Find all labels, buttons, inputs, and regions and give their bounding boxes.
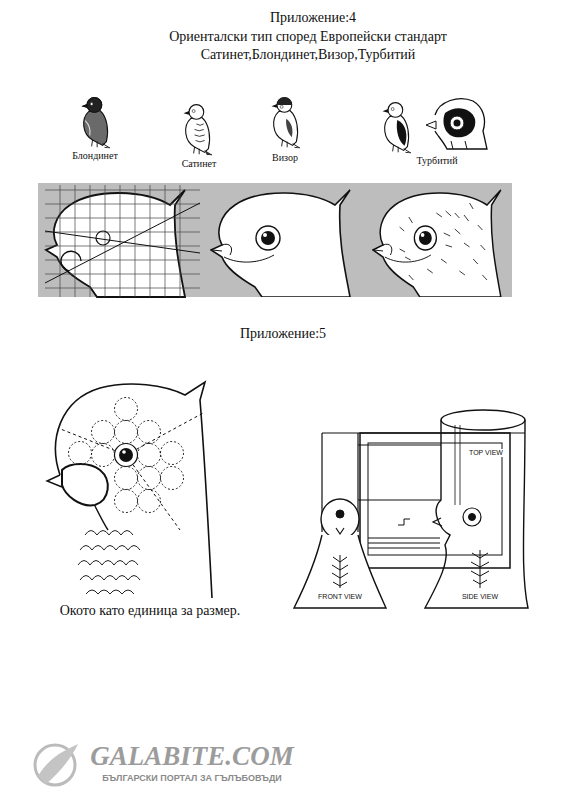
drawing-path (332, 555, 348, 588)
drawing-circle (69, 442, 92, 465)
drawing-path (277, 98, 292, 105)
drawing-path (45, 203, 200, 283)
figure-caption: Окото като единица за размер. (60, 603, 241, 620)
breed-list: Сатинет,Блондинет,Визор,Турбитий (201, 47, 416, 64)
watermark: БЪЛГАРСКИ ПОРТАЛ ЗА ГЪЛЪБОВЪДИ (102, 773, 282, 784)
drawing-circle (115, 421, 138, 444)
drawing-path (471, 550, 489, 588)
view-label: SIDE VIEW (461, 593, 499, 601)
drawing-circle (92, 444, 115, 467)
drawing-path (58, 412, 205, 530)
plain-head (211, 190, 350, 297)
figure-instance (383, 103, 412, 154)
breed-name: Блондинет (72, 150, 118, 162)
drawing-path (425, 420, 528, 608)
drawing-circle (122, 450, 126, 454)
drawing-circle (92, 421, 115, 444)
drawing-circle (450, 116, 464, 130)
drawing-path (294, 535, 386, 608)
drawing-path (426, 121, 436, 129)
watermark-logo (35, 744, 78, 785)
breed-name: Турбитий (416, 155, 457, 167)
drawing-path (443, 108, 475, 137)
breed-name: Сатинет (182, 158, 217, 170)
drawing-path (433, 518, 442, 526)
drawing-path (56, 382, 212, 598)
drawing-path (95, 506, 108, 530)
drawing-circle (192, 110, 195, 113)
figure-instance (272, 98, 301, 149)
drawing-path (61, 251, 81, 271)
drawing-path (368, 519, 440, 548)
drawing-path (45, 185, 200, 297)
satinet-bird (184, 105, 213, 156)
drawing-g (69, 398, 184, 513)
figure-instance (373, 190, 501, 297)
eye-unit-head (47, 382, 212, 598)
drawing-circle (138, 421, 161, 444)
figure-instance (184, 105, 213, 156)
drawing-circle (96, 231, 110, 245)
drawing-path (78, 531, 140, 595)
drawing-path (62, 464, 108, 505)
drawing-path (286, 119, 292, 137)
drawing-path (451, 141, 467, 149)
view-label: FRONT VIEW (317, 593, 363, 601)
drawing-path (46, 190, 185, 297)
drawing-path (435, 99, 487, 149)
grey-band (38, 183, 512, 297)
drawing-circle (280, 105, 283, 108)
drawing-circle (161, 442, 184, 465)
drawing-circle (138, 444, 161, 467)
drawing-path (336, 528, 344, 534)
drawing-path (47, 475, 62, 487)
drawing-circle (469, 514, 476, 521)
projection-views (294, 410, 528, 608)
grid-head (45, 185, 200, 297)
blondinet-bird (82, 98, 111, 149)
drawing-circle (161, 467, 184, 490)
drawing-circle (115, 467, 138, 490)
feathered-head (373, 190, 501, 297)
view-label: TOP VIEW (468, 449, 504, 457)
turbit-bird (383, 103, 412, 154)
figure-instance (82, 98, 111, 149)
drawing-circle (138, 467, 161, 490)
drawing-ellipse (321, 499, 359, 539)
drawing-circle (115, 398, 138, 421)
drawing-path (85, 121, 90, 136)
drawing-path (400, 203, 487, 280)
page-title: Ориенталски тип според Европейски станда… (169, 29, 447, 46)
drawing-circle (90, 103, 93, 106)
vizor-bird (272, 98, 301, 149)
drawing-path (205, 151, 212, 156)
watermark: GALABITE.COM (90, 740, 293, 772)
drawing-circle (391, 108, 394, 111)
drawing-path (82, 104, 88, 108)
drawing-circle (454, 120, 461, 127)
appendix-heading: Приложение:4 (270, 10, 356, 27)
drawing-path (195, 124, 205, 142)
figure-instance (211, 190, 350, 297)
drawing-path (38, 744, 78, 784)
breed-name: Визор (272, 152, 298, 164)
drawing-circle (138, 490, 161, 513)
turbit-head (426, 99, 487, 149)
drawing-circle (115, 490, 138, 513)
drawing-circle (119, 448, 133, 462)
appendix-heading: Приложение:5 (240, 326, 326, 343)
drawing-circle (463, 508, 481, 526)
drawing-circle (87, 98, 102, 113)
drawing-path (397, 120, 407, 146)
drawing-circle (115, 444, 138, 467)
drawing-circle (336, 510, 344, 518)
